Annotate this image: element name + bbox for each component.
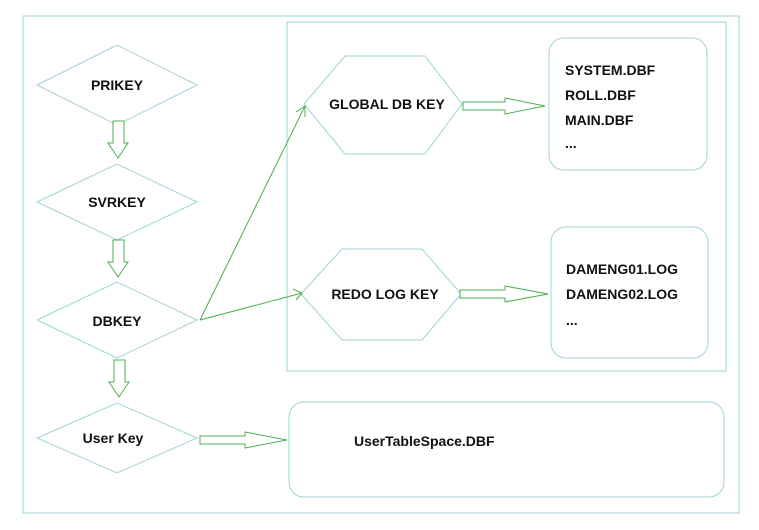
- arrow-redo-log-key-to-files: [459, 285, 549, 303]
- global-db-file-main: MAIN.DBF: [565, 112, 634, 128]
- svrkey-label: SVRKEY: [88, 194, 146, 210]
- prikey-diamond: [35, 44, 199, 126]
- outer-frame: [22, 15, 740, 514]
- global-db-files-box: [548, 37, 708, 171]
- arrow-svrkey-to-dbkey: [107, 239, 129, 278]
- global-db-file-roll: ROLL.DBF: [565, 87, 636, 103]
- arrow-user-key-to-tablespace: [199, 431, 288, 449]
- svrkey-diamond: [35, 163, 199, 241]
- arrow-dbkey-to-user-key: [108, 359, 130, 398]
- global-db-key-label: GLOBAL DB KEY: [329, 96, 445, 112]
- redo-log-file-more: ...: [566, 312, 578, 328]
- prikey-label: PRIKEY: [91, 77, 144, 93]
- arrow-global-db-key-to-files: [462, 97, 546, 115]
- redo-log-files-box: [550, 226, 709, 359]
- global-db-file-system: SYSTEM.DBF: [565, 62, 656, 78]
- global-db-key-hexagon: [303, 55, 463, 155]
- arrow-prikey-to-svrkey: [107, 120, 129, 159]
- dbkey-label: DBKEY: [92, 313, 142, 329]
- global-db-file-more: ...: [565, 135, 577, 151]
- line-dbkey-to-redo-log-key: [199, 292, 303, 321]
- inner-frame: [286, 21, 727, 372]
- line-dbkey-to-global-db-key: [199, 105, 306, 321]
- redo-log-file-1: DAMENG01.LOG: [566, 261, 678, 277]
- user-tablespace-box: [288, 401, 725, 498]
- redo-log-file-2: DAMENG02.LOG: [566, 286, 678, 302]
- user-tablespace-file: UserTableSpace.DBF: [354, 433, 495, 449]
- user-key-diamond: [35, 402, 199, 474]
- dbkey-diamond: [35, 281, 199, 359]
- arrowhead-global-db-key: [295, 105, 306, 117]
- user-key-label: User Key: [83, 430, 144, 446]
- redo-log-key-label: REDO LOG KEY: [331, 286, 439, 302]
- arrowhead-redo-log-key: [292, 288, 303, 301]
